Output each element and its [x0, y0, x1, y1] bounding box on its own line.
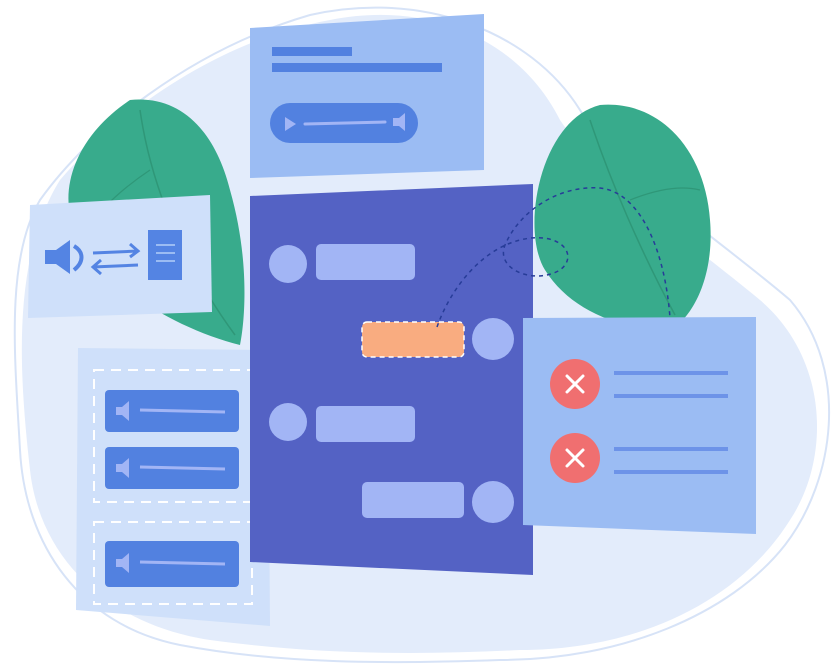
audio-convert-card [28, 195, 212, 318]
chat-message[interactable] [269, 403, 415, 442]
right-leaf [534, 104, 711, 330]
audio-list-card [76, 348, 270, 626]
message-bubble[interactable] [316, 406, 415, 442]
speaker-icon [116, 553, 129, 573]
message-bubble[interactable] [316, 244, 415, 280]
chat-message-selected[interactable] [361, 318, 514, 360]
error-item [550, 359, 728, 409]
progress-track[interactable] [303, 120, 387, 126]
play-icon[interactable] [285, 117, 296, 131]
document-icon [148, 230, 182, 280]
text-line [272, 63, 442, 72]
text-line [272, 47, 352, 56]
speaker-icon [45, 240, 84, 274]
chat-panel [250, 184, 533, 575]
close-icon[interactable] [565, 448, 585, 468]
message-bubble-highlighted[interactable] [361, 321, 465, 358]
avatar [472, 481, 514, 523]
background-outline [13, 6, 831, 664]
audio-clip[interactable] [105, 390, 239, 432]
audio-clip[interactable] [105, 541, 239, 587]
speaker-icon [116, 401, 129, 421]
audio-clip[interactable] [105, 447, 239, 489]
message-bubble[interactable] [362, 482, 464, 518]
error-item [550, 433, 728, 483]
error-card [523, 317, 756, 534]
chat-message[interactable] [362, 481, 514, 523]
speaker-icon [116, 458, 129, 478]
avatar [472, 318, 514, 360]
swap-arrows-icon [90, 242, 141, 276]
avatar [269, 403, 307, 441]
top-card [250, 14, 484, 178]
avatar [269, 245, 307, 283]
close-icon[interactable] [565, 374, 585, 394]
volume-icon[interactable] [393, 113, 405, 131]
dashed-connector [436, 187, 671, 328]
audio-player[interactable] [270, 103, 418, 143]
chat-message[interactable] [269, 244, 415, 283]
